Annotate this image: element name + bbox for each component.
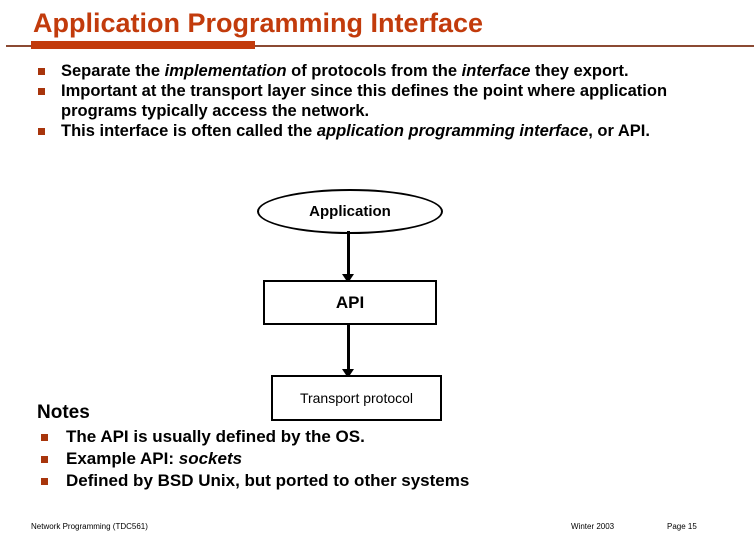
- bullet-item-segment: implementation: [164, 62, 287, 80]
- bullet-item-text: This interface is often called the appli…: [61, 122, 650, 140]
- api-box-label: API: [335, 292, 365, 312]
- bullet-item-segment: Separate the: [61, 62, 165, 80]
- bullet-item: Separate the implementation of protocols…: [36, 61, 726, 81]
- note-item: The API is usually defined by the OS.: [36, 426, 676, 448]
- note-item-segment: Defined by BSD Unix, but ported to other…: [66, 471, 470, 490]
- title-rule-thick: [31, 41, 255, 49]
- bullet-item-segment: of protocols from the: [286, 62, 462, 80]
- transport-protocol-box: Transport protocol: [271, 375, 442, 421]
- note-item-text: The API is usually defined by the OS.: [66, 427, 365, 446]
- bullet-item: This interface is often called the appli…: [36, 121, 726, 141]
- page-title: Application Programming Interface: [33, 8, 484, 38]
- note-item-segment: The API is usually defined by the OS.: [66, 427, 365, 446]
- square-bullet-icon: [41, 456, 48, 463]
- footer-course: Network Programming (TDC561): [31, 522, 148, 531]
- note-item-segment: Example API:: [66, 449, 179, 468]
- bullet-item-segment: interface: [461, 62, 531, 80]
- title-rule-thin: [6, 45, 754, 47]
- application-ellipse-label: Application: [309, 203, 391, 220]
- notes-list: The API is usually defined by the OS. Exa…: [36, 426, 676, 492]
- application-ellipse: Application: [257, 189, 443, 234]
- bullet-item-text: Important at the transport layer since t…: [61, 82, 667, 120]
- note-item-text: Example API: sockets: [66, 449, 242, 468]
- arrow-head-api-transport-icon: [342, 369, 354, 378]
- note-item: Defined by BSD Unix, but ported to other…: [36, 470, 676, 492]
- notes-heading: Notes: [37, 402, 90, 423]
- bullet-list: Separate the implementation of protocols…: [36, 61, 726, 141]
- square-bullet-icon: [41, 478, 48, 485]
- bullet-item-segment: Important at the transport layer since t…: [61, 82, 668, 120]
- note-item-segment: sockets: [178, 449, 243, 468]
- arrow-head-application-api-icon: [342, 274, 354, 283]
- square-bullet-icon: [38, 68, 45, 75]
- footer-term: Winter 2003: [571, 522, 615, 531]
- bullet-item-segment: they export.: [530, 62, 629, 80]
- bullet-item: Important at the transport layer since t…: [36, 81, 726, 121]
- connector-application-api: [347, 231, 350, 280]
- note-item: Example API: sockets: [36, 448, 676, 470]
- note-item-text: Defined by BSD Unix, but ported to other…: [66, 471, 469, 490]
- bullet-item-segment: application programming interface: [316, 122, 589, 140]
- bullet-item-segment: , or API.: [588, 122, 650, 140]
- api-box: API: [263, 280, 437, 325]
- square-bullet-icon: [38, 128, 45, 135]
- square-bullet-icon: [38, 88, 45, 95]
- square-bullet-icon: [41, 434, 48, 441]
- footer-page-number: Page 15: [667, 522, 697, 531]
- bullet-item-text: Separate the implementation of protocols…: [61, 62, 629, 80]
- connector-api-transport: [347, 325, 350, 375]
- transport-protocol-box-label: Transport protocol: [299, 390, 414, 406]
- bullet-item-segment: This interface is often called the: [61, 122, 317, 140]
